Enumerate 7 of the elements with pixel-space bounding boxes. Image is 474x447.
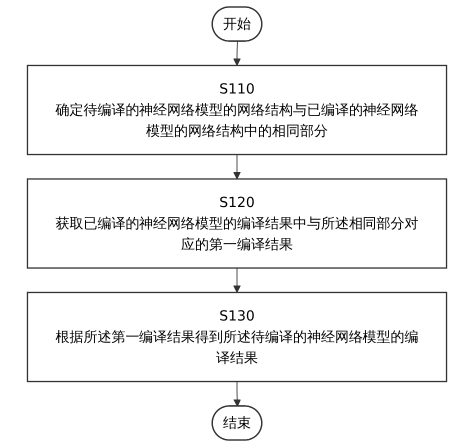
node-box: S120 获取已编译的神经网络模型的编译结果中与所述相同部分对应的第一编译结果 xyxy=(26,178,448,269)
arrow xyxy=(233,41,241,66)
arrow xyxy=(233,268,241,293)
node-box: S130 根据所述第一编译结果得到所述待编译的神经网络模型的编译结果 xyxy=(26,292,448,382)
arrow xyxy=(233,154,241,180)
arrow xyxy=(233,381,242,407)
node-box: S110 确定待编译的神经网络模型的网络结构与已编译的神经网络模型的网络结构中的相同部分 xyxy=(26,64,448,156)
